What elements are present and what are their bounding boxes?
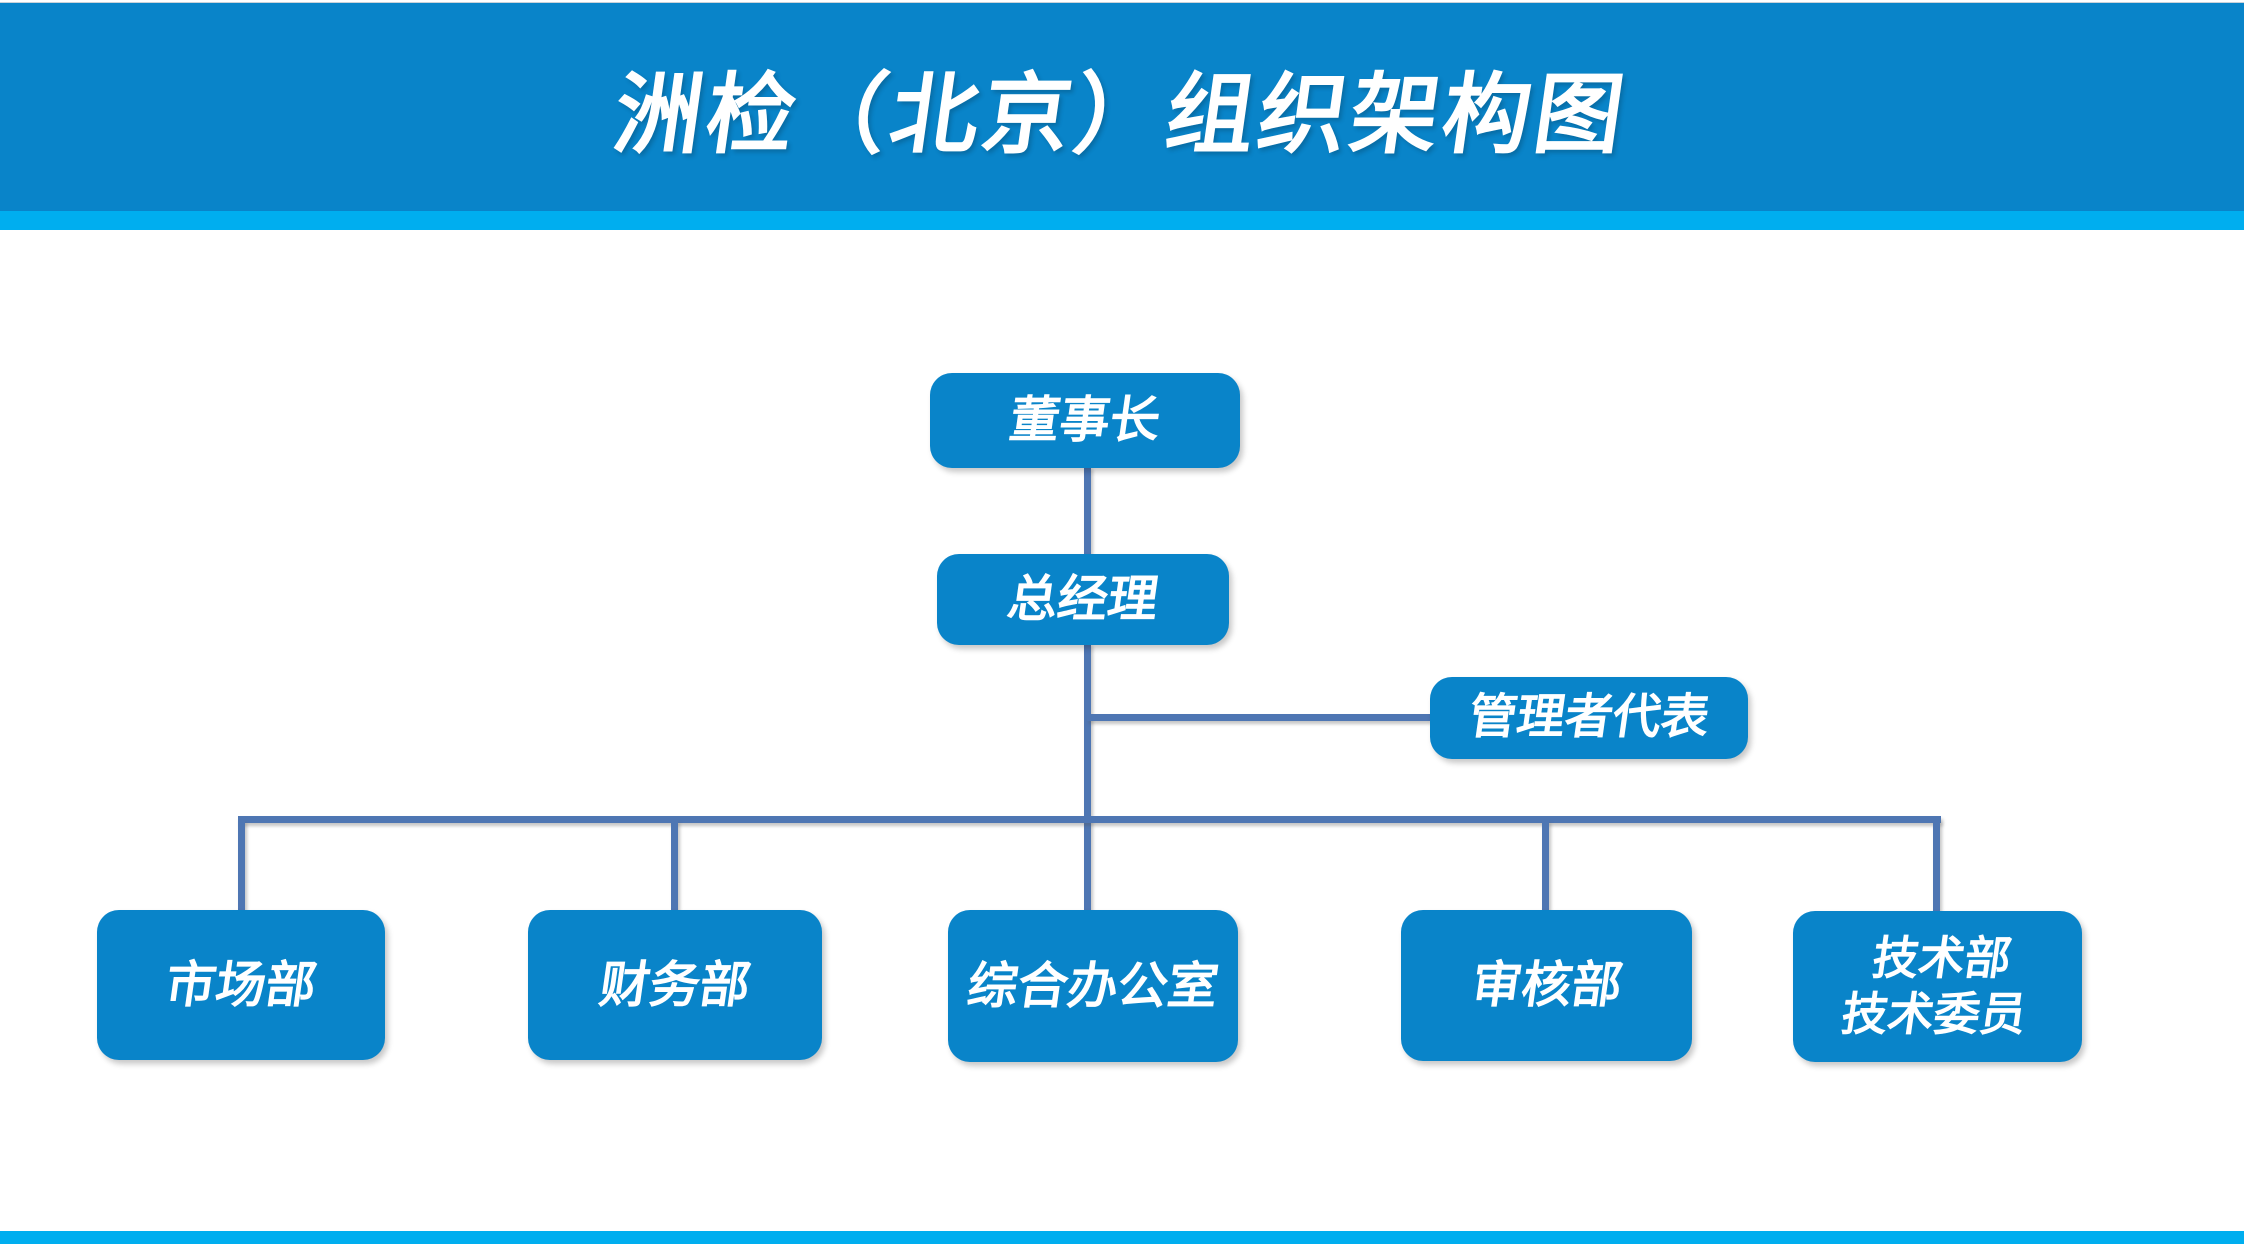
org-node-finance-dept-label: 财务部	[596, 956, 755, 1013]
org-node-technical-dept-committee-label: 技术部 技术委员	[1838, 930, 2038, 1042]
header-accent-strip	[0, 211, 2244, 230]
org-node-general-manager: 总经理	[937, 554, 1229, 645]
header-banner: 洲检（北京）组织架构图	[0, 3, 2244, 211]
org-node-general-manager-label: 总经理	[1004, 571, 1163, 627]
org-node-chairman: 董事长	[930, 373, 1240, 468]
org-node-technical-dept-line1: 技术部	[1868, 932, 2015, 985]
org-node-marketing-dept: 市场部	[97, 910, 385, 1060]
org-node-technical-dept-committee: 技术部 技术委员	[1793, 911, 2082, 1062]
org-node-marketing-dept-label: 市场部	[162, 956, 321, 1013]
org-node-finance-dept: 财务部	[528, 910, 822, 1060]
connector-drop-finance	[671, 820, 678, 913]
connector-drop-marketing	[238, 820, 245, 913]
connector-drop-technical	[1933, 820, 1940, 914]
org-node-general-office-label: 综合办公室	[964, 957, 1223, 1014]
org-node-audit-dept: 审核部	[1401, 910, 1692, 1061]
org-node-general-office: 综合办公室	[948, 910, 1238, 1062]
connector-chairman-to-gm	[1084, 466, 1091, 556]
org-node-management-representative: 管理者代表	[1430, 677, 1748, 759]
org-node-audit-dept-label: 审核部	[1467, 957, 1626, 1013]
org-node-chairman-label: 董事长	[1006, 392, 1165, 448]
page-title: 洲检（北京）组织架构图	[608, 64, 1634, 164]
connector-branch-to-management-rep	[1087, 714, 1430, 721]
slide-top-edge	[0, 0, 2244, 3]
org-node-management-representative-label: 管理者代表	[1465, 690, 1713, 744]
connector-drop-audit	[1542, 820, 1549, 913]
footer-accent-bar	[0, 1231, 2244, 1244]
org-node-technical-dept-line2: 技术委员	[1837, 988, 2030, 1041]
connector-distribution-line	[238, 816, 1941, 823]
connector-gm-to-departments	[1084, 643, 1091, 913]
